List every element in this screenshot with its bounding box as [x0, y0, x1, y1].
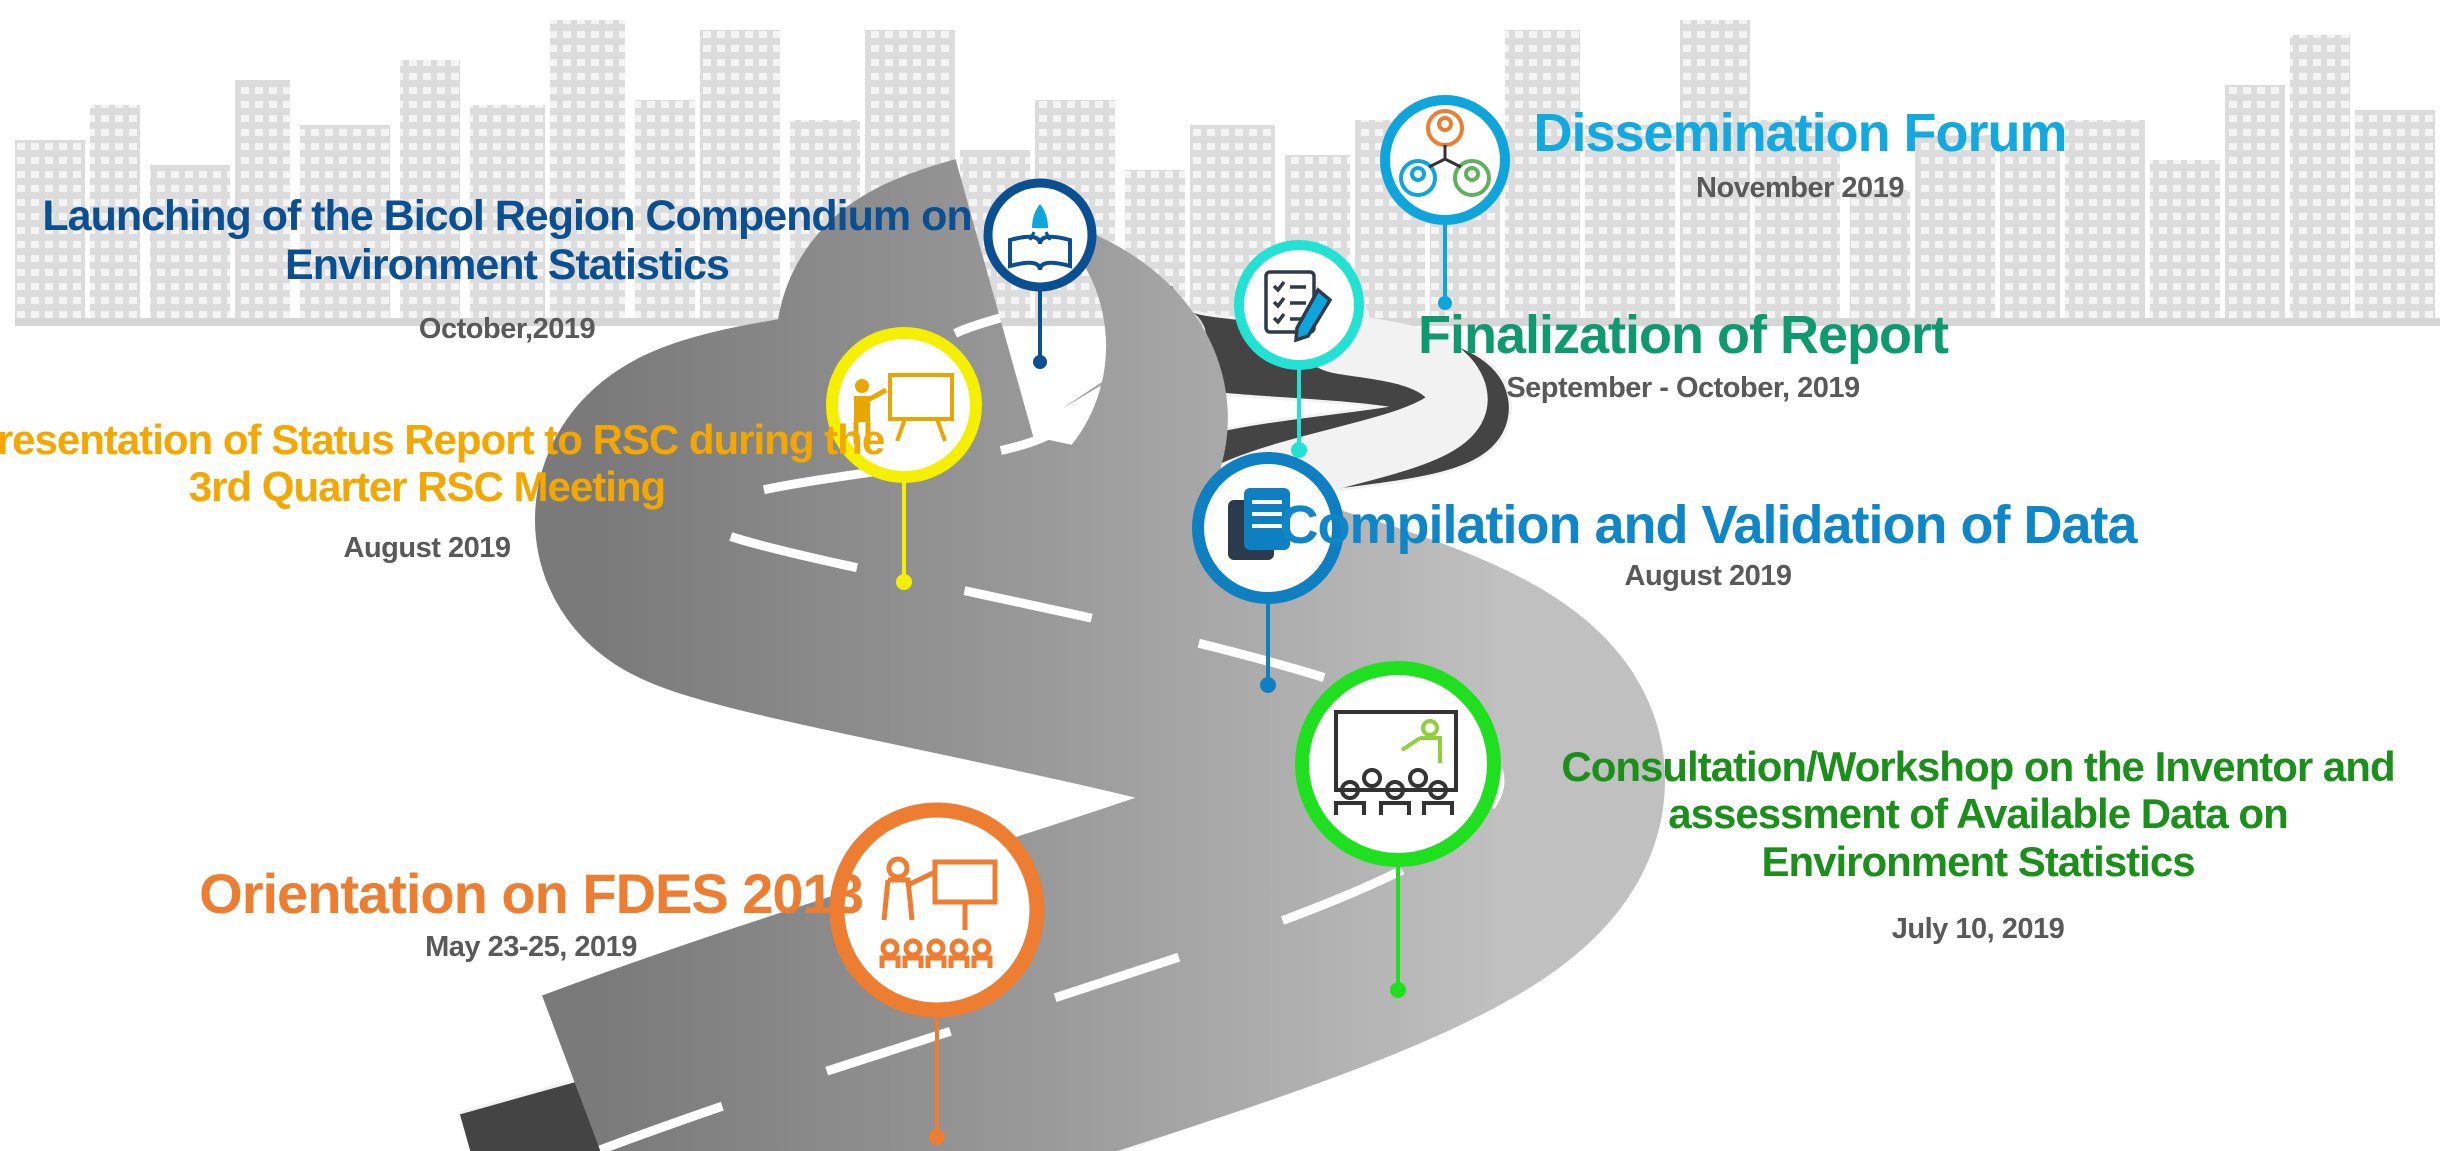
compilation-title: Compilation and Validation of Data	[1279, 495, 2137, 555]
people-network-icon	[1399, 109, 1491, 197]
compilation-date: August 2019	[1624, 560, 1792, 592]
consultation-title: Consultation/Workshop on the Inventor an…	[1561, 743, 2395, 885]
orientation-title: Orientation on FDES 2013	[199, 862, 864, 925]
launching-title: Launching of the Bicol Region Compendium…	[42, 192, 972, 289]
launching-date: October,2019	[418, 313, 596, 345]
presentation-title-line-1: Presentation of Status Report to RSC dur…	[0, 416, 885, 463]
launching-title-line-1: Launching of the Bicol Region Compendium…	[42, 192, 972, 240]
dissemination-title: Dissemination Forum	[1533, 103, 2067, 163]
launching-title-line-2: Environment Statistics	[285, 240, 730, 289]
consultation-title-line-2: assessment of Available Data on	[1668, 790, 2288, 838]
presentation-title-line-2: 3rd Quarter RSC Meeting	[188, 463, 666, 511]
orientation-date: May 23-25, 2019	[425, 931, 637, 963]
finalization-title: Finalization of Report	[1418, 305, 1949, 365]
consultation-date: July 10, 2019	[1891, 913, 2065, 945]
city-skyline	[15, 20, 2435, 325]
consultation-title-line-3: Environment Statistics	[1761, 837, 2195, 885]
winding-road	[459, 159, 1666, 1151]
pin-consultation	[1295, 661, 1501, 998]
finalization-date: September - October, 2019	[1506, 372, 1860, 404]
presentation-date: August 2019	[343, 532, 511, 564]
rocket-book-icon	[1008, 204, 1072, 271]
presentation-title: Presentation of Status Report to RSC dur…	[0, 416, 885, 511]
presentation-audience-icon	[879, 856, 998, 968]
consultation-title-line-1: Consultation/Workshop on the Inventor an…	[1561, 743, 2395, 790]
dissemination-date: November 2019	[1696, 172, 1904, 204]
pin-launching	[983, 178, 1097, 369]
pin-finalization	[1234, 240, 1364, 458]
classroom-board-icon	[1334, 710, 1458, 815]
documents-stack-icon	[1228, 488, 1290, 560]
checklist-pen-icon	[1264, 270, 1333, 343]
presenter-board-icon	[853, 373, 954, 444]
